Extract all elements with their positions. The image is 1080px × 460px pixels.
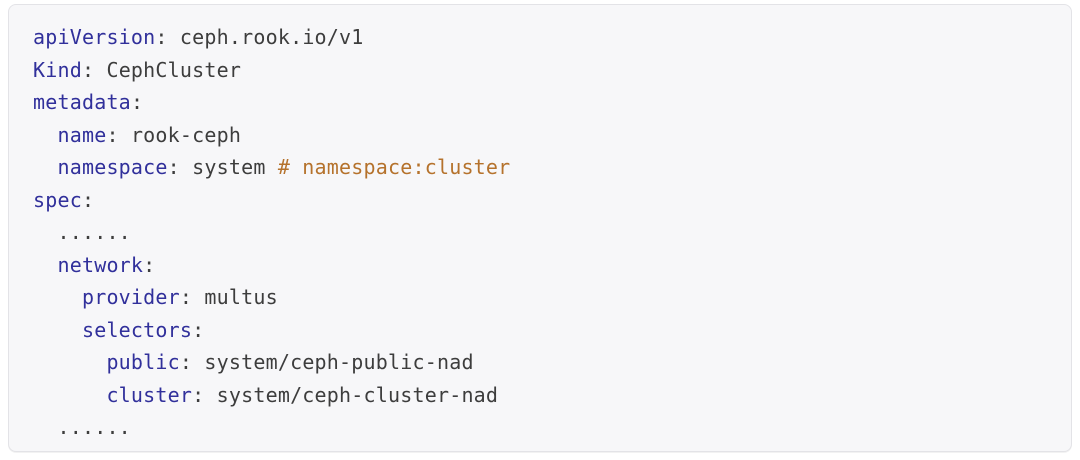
code-line: public: system/ceph-public-nad [33, 346, 1047, 379]
token-val: ...... [33, 415, 131, 439]
code-line: metadata: [33, 86, 1047, 119]
token-val: ceph.rook.io/v1 [179, 25, 364, 49]
token-val: system/ceph-public-nad [204, 350, 474, 374]
token-key: cluster [33, 382, 193, 407]
code-line: apiVersion: ceph.rook.io/v1 [33, 21, 1047, 54]
token-punc: : [192, 382, 217, 407]
code-line: name: rook-ceph [33, 119, 1047, 152]
code-line: ...... [33, 411, 1047, 444]
token-punc: : [192, 317, 205, 342]
token-punc: : [143, 252, 156, 277]
token-key: namespace [33, 155, 168, 179]
token-val: rook-ceph [130, 122, 242, 147]
token-val: ...... [33, 220, 131, 244]
token-punc: : [130, 90, 144, 114]
token-key: network [33, 252, 144, 277]
token-val: system/ceph-cluster-nad [216, 382, 499, 407]
token-punc: : [155, 25, 180, 49]
token-punc: : [106, 122, 131, 147]
token-key: Kind [33, 57, 82, 82]
code-line: cluster: system/ceph-cluster-nad [33, 379, 1047, 412]
token-val: CephCluster [106, 57, 242, 82]
code-line: provider: multus [33, 281, 1047, 314]
token-punc: : [81, 187, 95, 212]
token-punc: : [81, 57, 107, 82]
token-key: selectors [33, 317, 193, 342]
token-punc: : [179, 285, 205, 309]
code-line: Kind: CephCluster [33, 54, 1047, 87]
token-punc: : [179, 350, 205, 374]
token-key: provider [33, 285, 180, 309]
token-comment: # namespace:cluster [277, 155, 511, 179]
token-key: spec [33, 187, 82, 212]
token-val: multus [204, 285, 278, 309]
code-line: selectors: [33, 314, 1047, 347]
token-punc: : [167, 155, 193, 179]
token-key: metadata [33, 90, 131, 114]
code-line: spec: [33, 184, 1047, 217]
code-line: namespace: system # namespace:cluster [33, 151, 1047, 184]
token-key: public [33, 350, 180, 374]
token-val: system [192, 155, 278, 179]
token-key: name [33, 122, 107, 147]
code-line: network: [33, 249, 1047, 282]
token-key: apiVersion [33, 25, 156, 49]
code-line: ...... [33, 216, 1047, 249]
